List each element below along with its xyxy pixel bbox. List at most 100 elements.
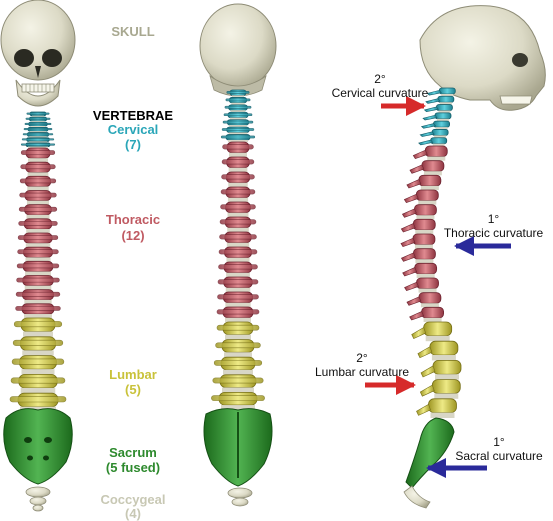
back-thoracic-vertebra-8 [218,246,258,262]
back-sacrum [203,408,273,487]
back-view [199,3,277,507]
back-thoracic-vertebrae [216,141,260,322]
front-lumbar-vertebrae [9,317,67,412]
side-thoracic-vertebra-10 [404,277,439,293]
cervical-curvature-name: Cervical curvature [331,86,429,100]
front-lumbar-vertebra-3 [11,355,65,375]
thoracic-curvature-name: Thoracic curvature [443,226,544,240]
back-thoracic-vertebra-5 [220,201,256,217]
front-cervical-vertebra-7 [20,142,56,148]
back-lumbar-vertebrae [211,321,265,410]
side-cervical-vertebra-6 [419,129,449,138]
side-vertebral-column [400,87,462,418]
cervical-curvature-degree: 2° [374,72,386,86]
side-cervical-vertebra-3 [423,104,453,113]
back-cervical-vertebra-2 [225,97,251,105]
sacral-curvature-degree: 1° [493,435,505,449]
back-cervical-vertebrae [220,89,256,142]
front-thoracic-vertebra-10 [16,275,60,290]
side-view [365,5,546,509]
side-cervical-vertebra-5 [420,120,450,130]
front-lumbar-vertebra-1 [13,317,63,337]
back-cervical-vertebra-4 [223,111,253,120]
side-sacrum [405,417,455,489]
side-cervical-vertebra-4 [422,112,452,122]
front-thoracic-vertebra-12 [15,303,61,318]
lumbar-label: Lumbar [109,367,157,382]
front-thoracic-vertebra-3 [19,175,57,191]
front-cervical-vertebrae [20,111,56,148]
coccygeal-label: Coccygeal [100,492,166,507]
front-thoracic-vertebra-8 [17,246,59,262]
thoracic-curvature-degree: 1° [487,212,500,226]
front-sacrum [3,408,73,485]
front-cervical-vertebra-2 [25,116,51,123]
front-thoracic-vertebra-9 [16,260,60,276]
vertebrae-label: VERTEBRAE [92,108,174,123]
side-coccyx [403,485,431,509]
front-thoracic-vertebra-6 [18,218,58,233]
side-lumbar-vertebra-3 [420,359,462,380]
side-thoracic-vertebra-3 [406,174,442,190]
side-thoracic-vertebra-7 [400,233,436,249]
side-thoracic-vertebra-9 [402,262,438,278]
back-skull [199,3,277,97]
back-lumbar-vertebra-1 [216,321,260,340]
back-thoracic-vertebra-9 [218,261,258,277]
side-thoracic-vertebra-12 [409,306,445,322]
side-lumbar-vertebra-4 [419,379,461,399]
back-thoracic-vertebra-1 [222,141,254,157]
thoracic-label: Thoracic [105,212,161,227]
back-lumbar-vertebra-2 [215,339,261,358]
side-thoracic-vertebra-6 [400,218,436,234]
cervical-curvature-label: 2° Cervical curvature [318,72,442,100]
thoracic-count: (12) [121,228,145,243]
front-cervical-vertebra-5 [22,132,54,138]
back-thoracic-vertebra-3 [221,171,255,187]
sacrum-label: Sacrum [109,445,157,460]
back-thoracic-vertebra-2 [221,156,255,172]
side-thoracic-vertebra-4 [403,189,439,205]
back-cervical-vertebra-1 [226,89,250,98]
lumbar-curvature-degree: 2° [356,351,368,365]
back-thoracic-vertebra-11 [217,291,259,307]
side-thoracic-vertebra-1 [412,145,448,161]
lumbar-curvature-label: 2° Lumbar curvature [304,351,420,379]
sacral-curvature-label: 1° Sacral curvature [446,435,552,463]
back-thoracic-vertebra-6 [219,216,257,232]
front-cervical-vertebra-4 [23,127,53,133]
front-thoracic-vertebra-11 [15,289,61,304]
back-lumbar-vertebra-5 [211,391,265,410]
back-thoracic-vertebra-7 [219,231,257,247]
coccygeal-count: (4) [125,506,141,521]
back-cervical-vertebra-5 [222,119,254,128]
side-lumbar-vertebra-5 [416,398,457,418]
sacrum-count: (5 fused) [105,460,161,475]
front-cervical-vertebra-6 [21,137,55,143]
front-thoracic-vertebra-1 [20,147,56,163]
back-cervical-vertebra-6 [221,126,255,135]
back-thoracic-vertebra-4 [220,186,256,202]
side-thoracic-vertebra-11 [406,292,442,308]
side-lumbar-vertebra-1 [411,321,453,342]
front-thoracic-vertebra-5 [18,204,58,219]
back-thoracic-vertebra-12 [216,306,260,322]
front-thoracic-vertebra-7 [17,232,59,248]
side-thoracic-vertebra-2 [409,160,445,176]
side-cervical-vertebra-1 [426,87,456,97]
side-thoracic-vertebra-5 [401,204,437,220]
front-thoracic-vertebra-2 [20,161,56,177]
front-coccyx [25,486,51,512]
cervical-count: (7) [125,137,141,152]
side-thoracic-vertebra-8 [400,248,436,264]
front-thoracic-vertebra-4 [19,190,57,205]
cervical-label: Cervical [107,122,159,137]
back-coccyx [227,487,253,507]
sacral-curvature-name: Sacral curvature [455,449,543,463]
back-thoracic-vertebra-10 [217,276,259,292]
front-lumbar-vertebra-2 [12,336,64,356]
back-cervical-vertebra-7 [220,134,256,142]
back-lumbar-vertebra-4 [212,374,264,393]
